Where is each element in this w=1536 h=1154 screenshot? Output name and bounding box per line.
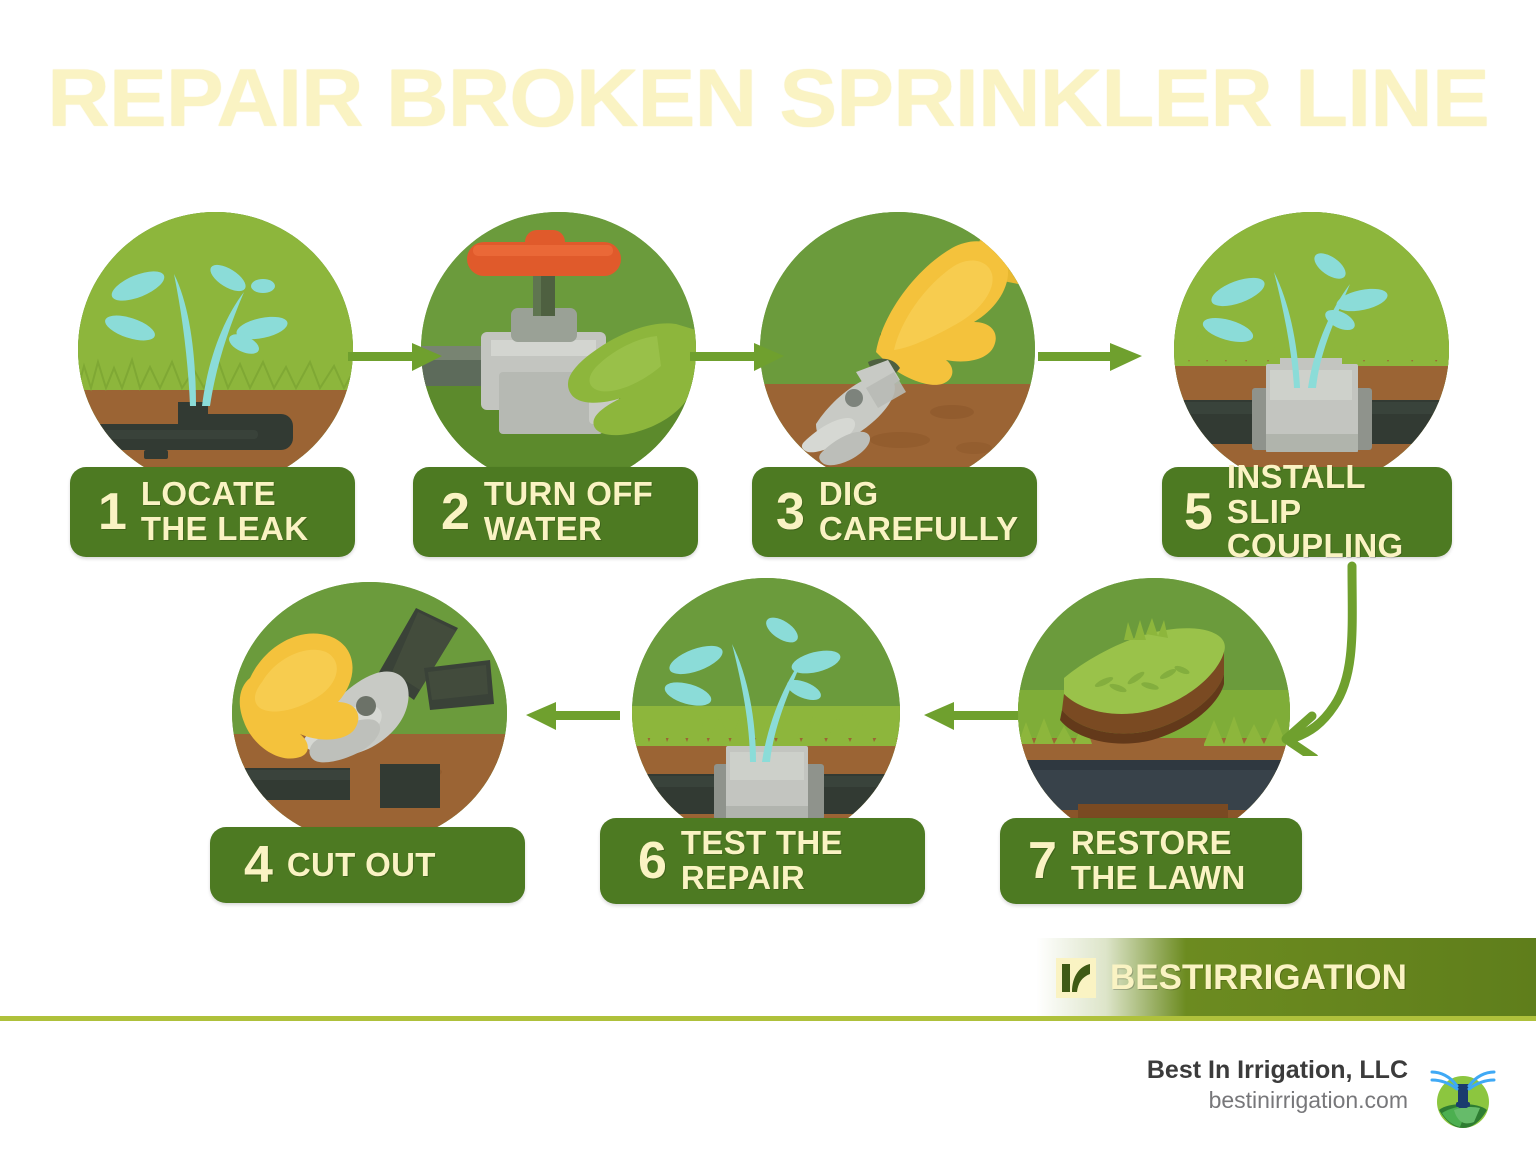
- step-5-number: 5: [1184, 483, 1213, 541]
- step-7-illustration: [1018, 578, 1290, 846]
- arrow-step5-to-step7: [1281, 561, 1357, 756]
- step-6-label[interactable]: 6 TEST THE REPAIR: [600, 818, 925, 904]
- step-card-7[interactable]: 7 RESTORE THE LAWN: [1000, 578, 1310, 904]
- step-3-illustration: [760, 212, 1035, 487]
- sod-patch-icon: [1018, 618, 1290, 846]
- step-card-3[interactable]: 3 DIG CAREFULLY: [752, 212, 1042, 557]
- step-6-text: TEST THE REPAIR: [680, 824, 843, 896]
- company-website[interactable]: bestinirrigation.com: [1208, 1087, 1408, 1114]
- pipe-cutter-icon: [232, 608, 494, 808]
- step-1-label[interactable]: 1 LOCATE THE LEAK: [70, 467, 355, 557]
- step-card-5[interactable]: 5 INSTALL SLIP COUPLING: [1162, 212, 1462, 563]
- step-5-label[interactable]: 5 INSTALL SLIP COUPLING: [1162, 459, 1452, 563]
- footer-company-info: Best In Irrigation, LLC bestinirrigation…: [1147, 1055, 1408, 1116]
- step-3-text: DIG CAREFULLY: [818, 475, 1019, 547]
- water-spray-icon: [1202, 253, 1388, 388]
- step-2-label[interactable]: 2 TURN OFF WATER: [413, 467, 698, 557]
- step-4-number: 4: [244, 836, 273, 894]
- digging-glove-icon: [801, 234, 1035, 466]
- brand-banner: BESTIRRIGATION: [1036, 938, 1536, 1018]
- brand-name: BESTIRRIGATION: [1110, 958, 1407, 997]
- sprinkler-logo-icon: [1430, 1070, 1496, 1128]
- step-4-label[interactable]: 4 CUT OUT: [210, 827, 525, 903]
- arrow-step3-to-step5: [1038, 343, 1142, 371]
- step-1-text: LOCATE THE LEAK: [140, 475, 309, 547]
- step-3-number: 3: [776, 483, 805, 541]
- step-3-label[interactable]: 3 DIG CAREFULLY: [752, 467, 1037, 557]
- step-card-1[interactable]: 1 LOCATE THE LEAK: [70, 212, 360, 557]
- water-spray-icon: [105, 264, 288, 406]
- step-5-text: INSTALL SLIP COUPLING: [1226, 457, 1404, 565]
- valve-icon: [421, 230, 696, 436]
- page-title: REPAIR BROKEN SPRINKLER LINE: [47, 53, 1490, 144]
- step-1-number: 1: [98, 483, 127, 541]
- step-2-text: TURN OFF WATER: [483, 475, 654, 547]
- step-4-illustration: [232, 582, 507, 844]
- step-2-illustration: [421, 212, 696, 487]
- grass-blades-icon: [1174, 332, 1449, 366]
- step-2-number: 2: [441, 483, 470, 541]
- step-4-text: CUT OUT: [286, 845, 436, 883]
- grass-blades-icon: [632, 710, 900, 746]
- step-7-text: RESTORE THE LAWN: [1070, 824, 1246, 896]
- step-6-number: 6: [638, 832, 667, 890]
- bestirrigation-logo-icon: [1056, 958, 1096, 998]
- company-name: Best In Irrigation, LLC: [1146, 1056, 1408, 1084]
- step-6-illustration: [632, 578, 900, 846]
- step-card-2[interactable]: 2 TURN OFF WATER: [413, 212, 703, 557]
- footer-divider: [0, 1016, 1536, 1021]
- slip-coupling-icon: [1252, 358, 1372, 452]
- arrow-step2-to-step3: [690, 343, 784, 371]
- step-1-illustration: [78, 212, 353, 487]
- water-spray-icon: [664, 617, 841, 762]
- step-card-6[interactable]: 6 TEST THE REPAIR: [600, 578, 930, 904]
- step-7-number: 7: [1028, 832, 1057, 890]
- arrow-step7-to-step6: [924, 702, 1018, 730]
- step-5-illustration: [1174, 212, 1449, 487]
- step-7-label[interactable]: 7 RESTORE THE LAWN: [1000, 818, 1302, 904]
- arrow-step1-to-step2: [348, 343, 442, 371]
- step-card-4[interactable]: 4 CUT OUT: [210, 582, 530, 903]
- arrow-step6-to-step4: [526, 702, 620, 730]
